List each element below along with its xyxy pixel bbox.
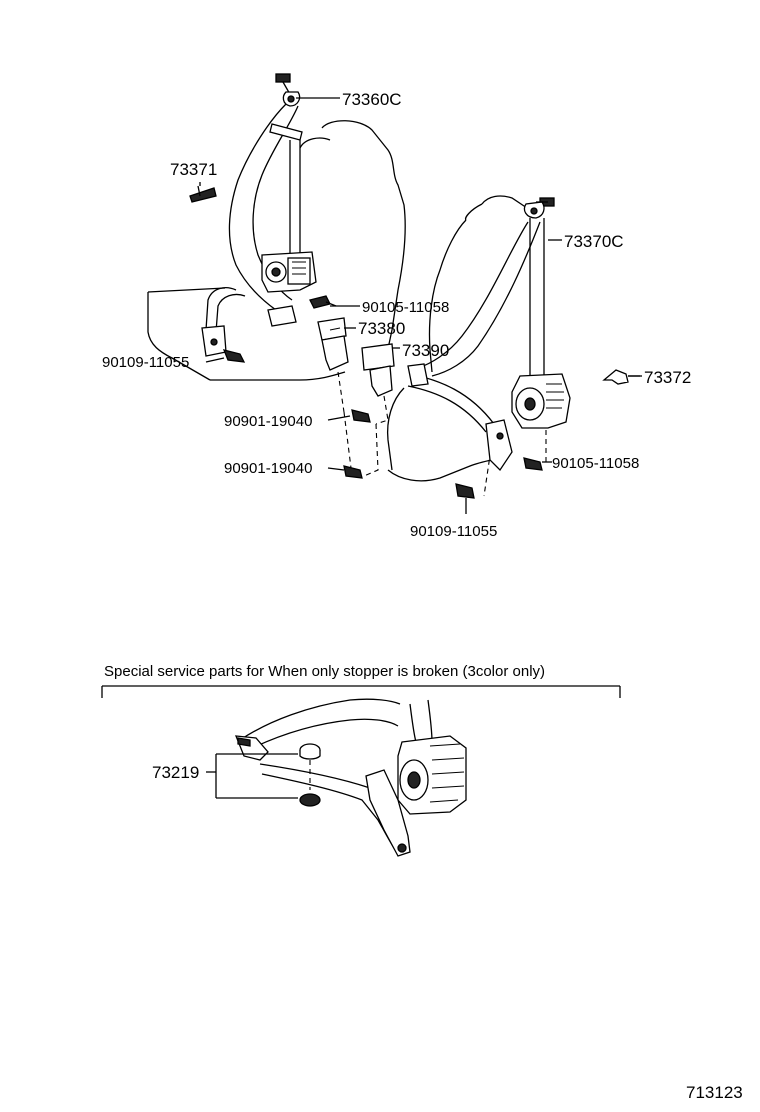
bolt-90105-right bbox=[523, 457, 543, 471]
special-section-bracket bbox=[101, 685, 621, 698]
left-seat-outline bbox=[147, 120, 406, 381]
label-73219: 73219 bbox=[152, 763, 199, 782]
special-section-header: Special service parts for When only stop… bbox=[104, 663, 545, 680]
label-73360c: 73360C bbox=[342, 90, 402, 109]
label-90105-11058-left: 90105-11058 bbox=[362, 299, 449, 316]
label-73371: 73371 bbox=[170, 160, 217, 179]
part-73371-cover bbox=[189, 185, 217, 203]
label-73372: 73372 bbox=[644, 368, 691, 387]
label-73390: 73390 bbox=[402, 341, 449, 360]
bolt-90105-left bbox=[309, 295, 337, 309]
label-90109-11055-right: 90109-11055 bbox=[410, 523, 497, 540]
buckle-73390 bbox=[361, 343, 395, 397]
leader-lines-upper bbox=[199, 97, 642, 463]
label-73380: 73380 bbox=[358, 319, 405, 338]
part-73372-cover bbox=[602, 369, 640, 385]
leader-73219 bbox=[206, 753, 298, 799]
bolt-90901-lower bbox=[327, 465, 363, 479]
left-belt-assembly bbox=[201, 73, 317, 357]
figure-number: 713123 bbox=[686, 1083, 743, 1102]
stopper-detail-assembly bbox=[234, 698, 467, 857]
label-90109-11055-left: 90109-11055 bbox=[102, 354, 189, 371]
bolt-90109-left bbox=[205, 349, 246, 363]
label-90901-19040-lower: 90901-19040 bbox=[224, 460, 312, 477]
right-belt-assembly bbox=[407, 197, 571, 472]
bolt-90901-upper bbox=[327, 409, 371, 423]
bolt-90109-right bbox=[455, 483, 475, 514]
label-90901-19040-upper: 90901-19040 bbox=[224, 413, 312, 430]
label-90105-11058-right: 90105-11058 bbox=[552, 455, 639, 472]
label-73370c: 73370C bbox=[564, 232, 624, 251]
buckle-73380 bbox=[317, 317, 349, 371]
